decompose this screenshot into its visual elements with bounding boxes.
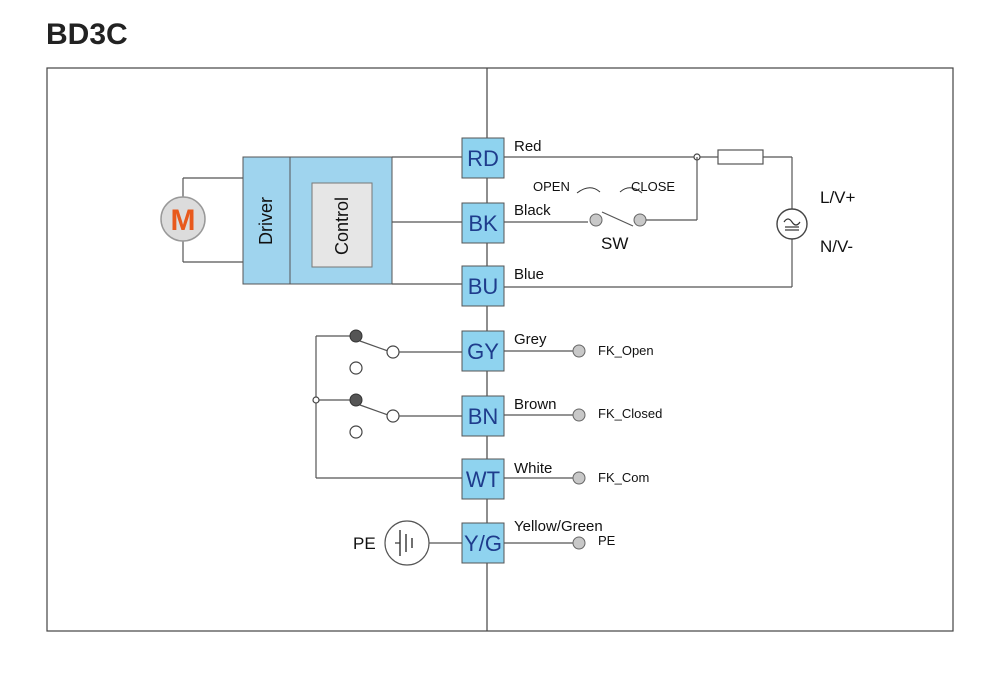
motor-icon: M — [160, 196, 206, 242]
switch-open-label: OPEN — [533, 179, 570, 194]
limit-switch-closed-blade — [359, 404, 389, 416]
limit-switch-open-contact — [386, 345, 400, 359]
diagram-frame — [46, 67, 954, 632]
driver-label: Driver — [256, 197, 276, 245]
terminal-bn: BN — [461, 395, 505, 437]
terminal-code: BN — [468, 404, 499, 429]
wire-label-black: Black — [514, 202, 551, 219]
limit-switch-open-blade — [359, 340, 389, 352]
fk-open-terminal — [572, 344, 586, 358]
motor-letter: M — [171, 204, 196, 237]
close-arrow-icon — [619, 187, 643, 194]
switch-close-label: CLOSE — [631, 179, 675, 194]
limit-junction-node — [312, 396, 320, 404]
wire-label-blue: Blue — [514, 266, 544, 283]
terminal-rd: RD — [461, 137, 505, 179]
terminal-bu: BU — [461, 265, 505, 307]
wire-label-red: Red — [514, 138, 542, 155]
diagram-title: BD3C — [46, 18, 128, 51]
limit-switch-open-idle — [349, 361, 363, 375]
wire-label-yellow-green: Yellow/Green — [514, 518, 603, 535]
fk-closed-label: FK_Closed — [598, 406, 662, 421]
supply-line-label: L/V+ — [820, 188, 856, 207]
switch-name-label: SW — [601, 234, 628, 253]
fk-closed-terminal — [572, 408, 586, 422]
terminal-code: GY — [467, 339, 499, 364]
terminal-code: BU — [468, 274, 499, 299]
terminal-code: BK — [468, 211, 498, 236]
pe-terminal — [572, 536, 586, 550]
supply-neutral-label: N/V- — [820, 237, 853, 256]
limit-switch-open-common — [349, 329, 363, 343]
terminal-code: WT — [466, 467, 500, 492]
terminal-gy: GY — [461, 330, 505, 372]
earth-label: PE — [353, 534, 376, 553]
earth-icon — [384, 520, 430, 566]
switch-contact-right — [633, 213, 647, 227]
limit-switch-closed-contact — [386, 409, 400, 423]
terminal-yg: Y/G — [461, 522, 505, 564]
limit-switch-closed-idle — [349, 425, 363, 439]
limit-switch-closed-common — [349, 393, 363, 407]
switch-blade — [601, 211, 634, 227]
ac-source-icon — [776, 208, 808, 240]
wire-label-grey: Grey — [514, 331, 547, 348]
wire-label-white: White — [514, 460, 552, 477]
terminal-bk: BK — [461, 202, 505, 244]
fk-com-terminal — [572, 471, 586, 485]
switch-contact-left — [589, 213, 603, 227]
fuse-icon — [717, 149, 764, 165]
wire-label-brown: Brown — [514, 396, 557, 413]
terminal-code: RD — [467, 146, 499, 171]
fk-com-label: FK_Com — [598, 470, 649, 485]
terminal-code: Y/G — [464, 531, 502, 556]
control-block — [311, 182, 373, 268]
control-label: Control — [332, 197, 352, 255]
terminal-wt: WT — [461, 458, 505, 500]
pe-signal-label: PE — [598, 533, 616, 548]
fk-open-label: FK_Open — [598, 343, 654, 358]
open-arrow-icon — [576, 187, 601, 194]
